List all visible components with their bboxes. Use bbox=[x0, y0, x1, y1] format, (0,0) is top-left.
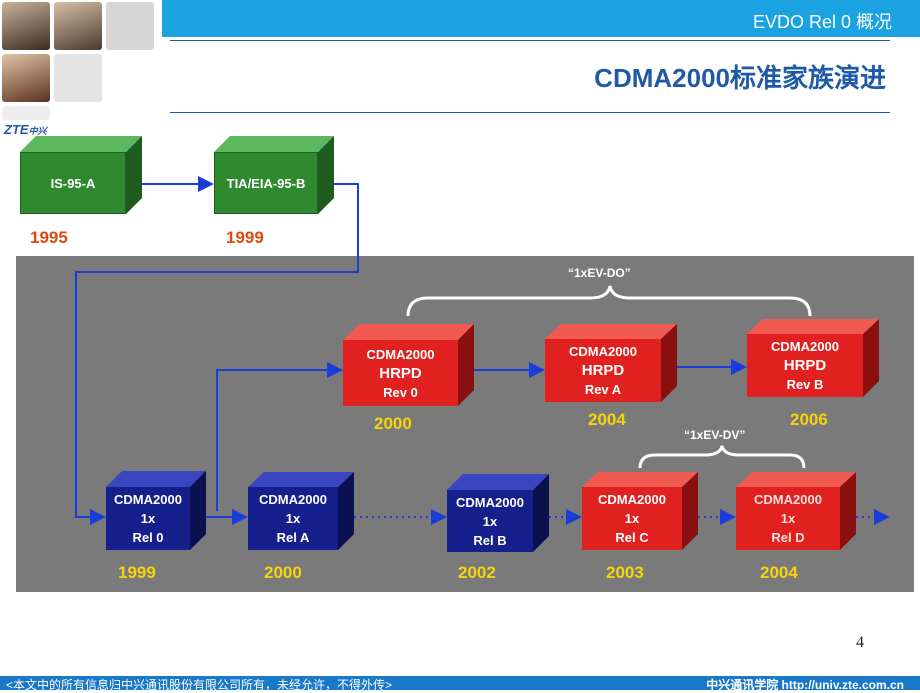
footer-website: 中兴通讯学院 http://univ.zte.com.cn bbox=[706, 678, 904, 692]
person-photo-4 bbox=[2, 54, 50, 102]
brace-label-evdv: “1xEV-DV” bbox=[684, 428, 746, 442]
blank-tile bbox=[2, 106, 50, 120]
year-1x-relB: 2002 bbox=[458, 563, 496, 582]
year-tia-eia-95b: 1999 bbox=[226, 228, 264, 247]
year-1x-relA: 2000 bbox=[264, 563, 302, 582]
node-tia-eia-95b: TIA/EIA-95-B bbox=[214, 152, 318, 214]
year-1x-relC: 2003 bbox=[606, 563, 644, 582]
person-photo-3 bbox=[106, 2, 154, 50]
footer-bar bbox=[0, 676, 920, 690]
year-hrpd-revA: 2004 bbox=[588, 410, 626, 429]
person-photo-1 bbox=[2, 2, 50, 50]
zte-logo: ZTE中兴 bbox=[4, 122, 47, 137]
solid-arrows bbox=[75, 176, 747, 525]
footer-disclaimer: <本文中的所有信息归中兴通讯股份有限公司所有，未经允许，不得外传> bbox=[6, 678, 393, 692]
person-photo-2 bbox=[54, 2, 102, 50]
box-depth-shading bbox=[20, 136, 879, 552]
title-rule-top bbox=[170, 40, 890, 41]
person-photo-5 bbox=[54, 54, 102, 102]
slide-title: CDMA2000标准家族演进 bbox=[594, 63, 886, 93]
curly-braces bbox=[406, 285, 812, 469]
page-number: 4 bbox=[856, 634, 864, 651]
year-1x-relD: 2004 bbox=[760, 563, 798, 582]
node-is95a: IS-95-A bbox=[20, 152, 126, 214]
year-1x-rel0: 1999 bbox=[118, 563, 156, 582]
brace-label-evdo: “1xEV-DO” bbox=[568, 266, 631, 280]
year-hrpd-revB: 2006 bbox=[790, 410, 828, 429]
year-hrpd-rev0: 2000 bbox=[374, 414, 412, 433]
title-rule-bottom bbox=[170, 112, 890, 113]
header-bar bbox=[162, 0, 920, 37]
year-is95a: 1995 bbox=[30, 228, 68, 247]
header-title: EVDO Rel 0 概况 bbox=[752, 12, 892, 32]
